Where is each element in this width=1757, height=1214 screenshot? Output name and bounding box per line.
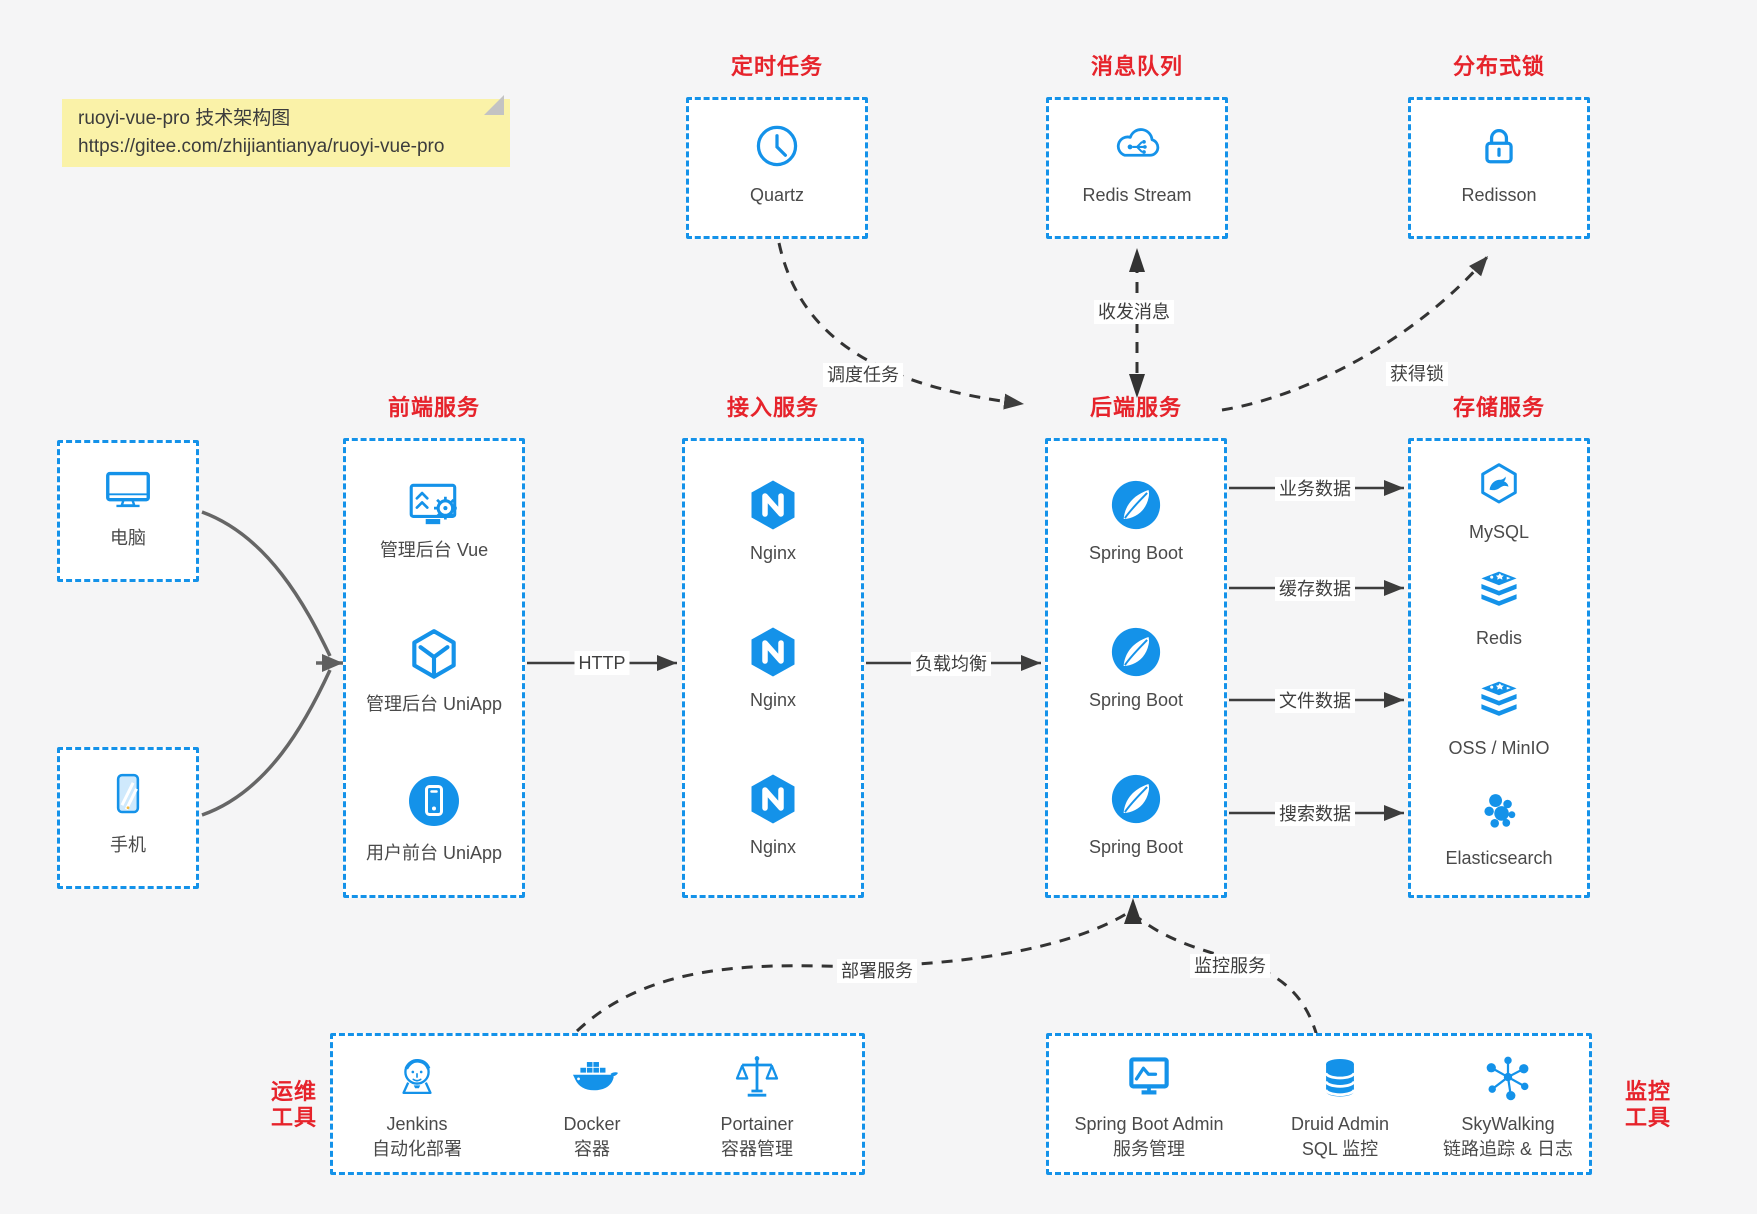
mysql-icon xyxy=(1475,460,1523,508)
node-redis-stream[interactable] xyxy=(1046,97,1228,239)
node-sublabel-portainer: 容器管理 xyxy=(721,1139,793,1159)
group-title-monitoring-line1: 监控 xyxy=(1624,1079,1671,1104)
nginx-icon xyxy=(745,477,801,533)
node-label-redis: Redis xyxy=(1475,628,1523,648)
node-label-quartz: Quartz xyxy=(749,185,805,205)
group-title-devops-line2: 工具 xyxy=(270,1105,317,1130)
redis-stack-icon xyxy=(1475,566,1523,614)
node-sublabel-druid-admin: SQL 监控 xyxy=(1301,1139,1379,1159)
node-label-mobile: 手机 xyxy=(110,835,146,855)
nginx-icon xyxy=(745,624,801,680)
desktop-icon xyxy=(101,463,155,517)
node-redisson[interactable] xyxy=(1408,97,1590,239)
mobile-icon xyxy=(104,770,152,818)
group-title-frontend: 前端服务 xyxy=(387,395,480,420)
spring-icon xyxy=(1109,772,1163,826)
group-title-monitoring-line2: 工具 xyxy=(1624,1105,1671,1130)
note-fold-corner-icon xyxy=(484,95,504,115)
node-sublabel-docker: 容器 xyxy=(574,1139,610,1159)
user-app-icon xyxy=(406,773,462,829)
note-title: ruoyi-vue-pro 技术架构图 xyxy=(78,108,291,129)
node-label-springboot-2: Spring Boot xyxy=(1088,690,1184,710)
edge-label-schedule-task: 调度任务 xyxy=(823,363,903,387)
group-title-storage: 存储服务 xyxy=(1452,395,1545,420)
group-title-monitoring-tools: 监控 工具 xyxy=(1600,1079,1696,1131)
edge-label-monitor-service: 监控服务 xyxy=(1190,954,1270,978)
note-url[interactable]: https://gitee.com/zhijiantianya/ruoyi-vu… xyxy=(78,136,445,157)
node-label-spring-boot-admin: Spring Boot Admin xyxy=(1074,1114,1224,1134)
node-label-mysql: MySQL xyxy=(1468,522,1529,542)
edge-label-deploy-service: 部署服务 xyxy=(837,959,917,983)
network-nodes-icon xyxy=(1482,1052,1534,1104)
elasticsearch-icon xyxy=(1475,786,1523,834)
node-mobile-client[interactable] xyxy=(57,747,199,889)
group-title-distributed-lock: 分布式锁 xyxy=(1452,54,1545,79)
node-quartz[interactable] xyxy=(686,97,868,239)
jenkins-icon xyxy=(391,1052,443,1104)
spring-icon xyxy=(1109,478,1163,532)
node-label-jenkins: Jenkins xyxy=(386,1114,448,1134)
node-label-oss-minio: OSS / MinIO xyxy=(1448,738,1550,758)
group-box-monitoring[interactable] xyxy=(1046,1033,1592,1175)
monitor-chart-icon xyxy=(1123,1052,1175,1104)
node-sublabel-skywalking: 链路追踪 & 日志 xyxy=(1442,1139,1573,1159)
cloud-mq-icon xyxy=(1111,120,1163,172)
edge-label-cache-data: 缓存数据 xyxy=(1275,577,1355,601)
group-box-storage[interactable] xyxy=(1408,438,1590,898)
sticky-note: ruoyi-vue-pro 技术架构图 https://gitee.com/zh… xyxy=(62,95,510,167)
dashed-arrowheads xyxy=(1124,248,1145,924)
group-title-devops-line1: 运维 xyxy=(270,1079,317,1104)
node-label-admin-vue: 管理后台 Vue xyxy=(379,540,489,560)
node-label-springboot-1: Spring Boot xyxy=(1088,543,1184,563)
uniapp-cube-icon xyxy=(405,626,463,684)
node-sublabel-spring-boot-admin: 服务管理 xyxy=(1113,1139,1185,1159)
edge-label-acquire-lock: 获得锁 xyxy=(1386,362,1448,386)
group-title-scheduled-task: 定时任务 xyxy=(730,54,823,79)
redis-stack-icon xyxy=(1475,676,1523,724)
node-label-redis-stream: Redis Stream xyxy=(1082,185,1192,205)
node-label-druid-admin: Druid Admin xyxy=(1290,1114,1390,1134)
edge-label-load-balance: 负载均衡 xyxy=(911,652,991,676)
group-title-gateway: 接入服务 xyxy=(726,395,819,420)
lock-icon xyxy=(1473,120,1525,172)
node-label-portainer: Portainer xyxy=(720,1114,794,1134)
node-sublabel-jenkins: 自动化部署 xyxy=(372,1139,462,1159)
node-label-redisson: Redisson xyxy=(1461,185,1537,205)
group-box-devops[interactable] xyxy=(330,1033,865,1175)
group-title-message-queue: 消息队列 xyxy=(1090,54,1183,79)
group-title-backend: 后端服务 xyxy=(1089,395,1182,420)
balance-scale-icon xyxy=(731,1052,783,1104)
client-curves xyxy=(201,510,343,817)
node-label-pc: 电脑 xyxy=(110,528,146,548)
node-label-docker: Docker xyxy=(563,1114,621,1134)
edge-label-http: HTTP xyxy=(574,651,630,675)
solid-arrows xyxy=(527,480,1404,821)
admin-vue-icon xyxy=(405,476,463,534)
node-label-elasticsearch: Elasticsearch xyxy=(1445,848,1553,868)
node-pc-client[interactable] xyxy=(57,440,199,582)
clock-icon xyxy=(751,120,803,172)
node-label-springboot-3: Spring Boot xyxy=(1088,837,1184,857)
node-label-admin-uniapp: 管理后台 UniApp xyxy=(365,694,503,714)
edge-label-file-data: 文件数据 xyxy=(1275,689,1355,713)
node-label-nginx-3: Nginx xyxy=(749,837,797,857)
edge-label-search-data: 搜索数据 xyxy=(1275,802,1355,826)
docker-icon xyxy=(566,1052,618,1104)
node-label-user-uniapp: 用户前台 UniApp xyxy=(365,843,503,863)
edge-label-business-data: 业务数据 xyxy=(1275,477,1355,501)
note-text: ruoyi-vue-pro 技术架构图 https://gitee.com/zh… xyxy=(78,105,444,161)
edge-label-send-receive-message: 收发消息 xyxy=(1094,300,1174,324)
nginx-icon xyxy=(745,771,801,827)
node-label-nginx-1: Nginx xyxy=(749,543,797,563)
database-icon xyxy=(1314,1052,1366,1104)
spring-icon xyxy=(1109,625,1163,679)
group-title-devops-tools: 运维 工具 xyxy=(246,1079,342,1131)
node-label-nginx-2: Nginx xyxy=(749,690,797,710)
node-label-skywalking: SkyWalking xyxy=(1461,1114,1555,1134)
